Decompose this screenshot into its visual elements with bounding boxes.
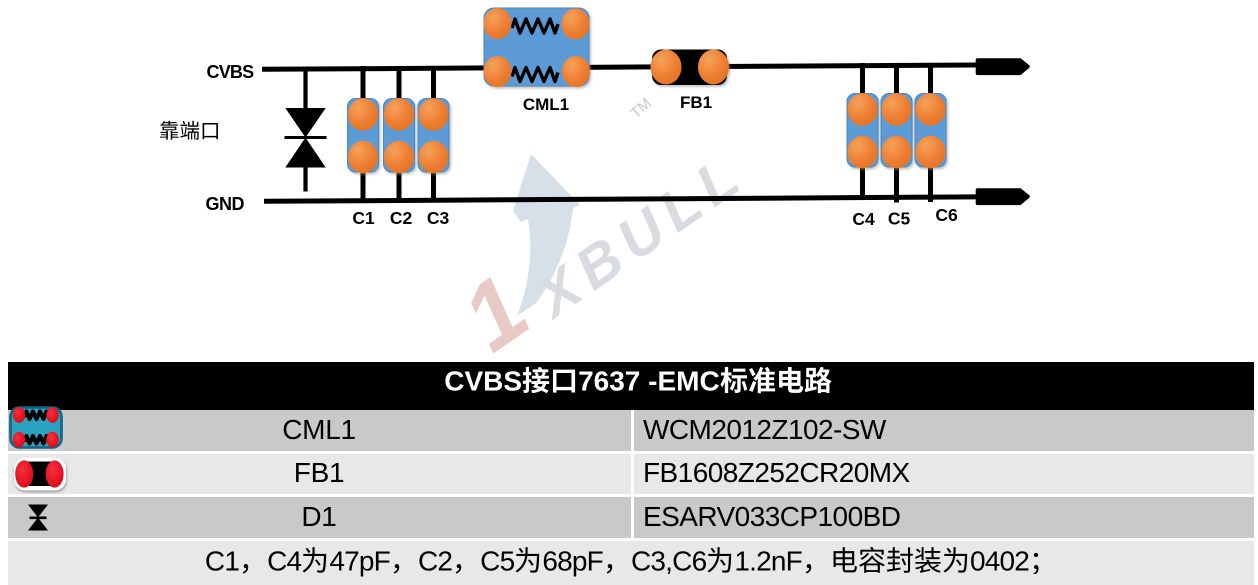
svg-text:CML1: CML1	[523, 95, 569, 114]
svg-text:C4: C4	[852, 209, 875, 229]
svg-text:FB1: FB1	[680, 93, 712, 112]
svg-text:C1: C1	[352, 208, 375, 228]
svg-text:GND: GND	[206, 194, 245, 214]
svg-text:C3: C3	[427, 208, 450, 228]
svg-text:C6: C6	[935, 205, 958, 225]
svg-text:C2: C2	[390, 208, 413, 228]
svg-text:C5: C5	[888, 209, 911, 229]
svg-text:CVBS: CVBS	[207, 62, 255, 82]
